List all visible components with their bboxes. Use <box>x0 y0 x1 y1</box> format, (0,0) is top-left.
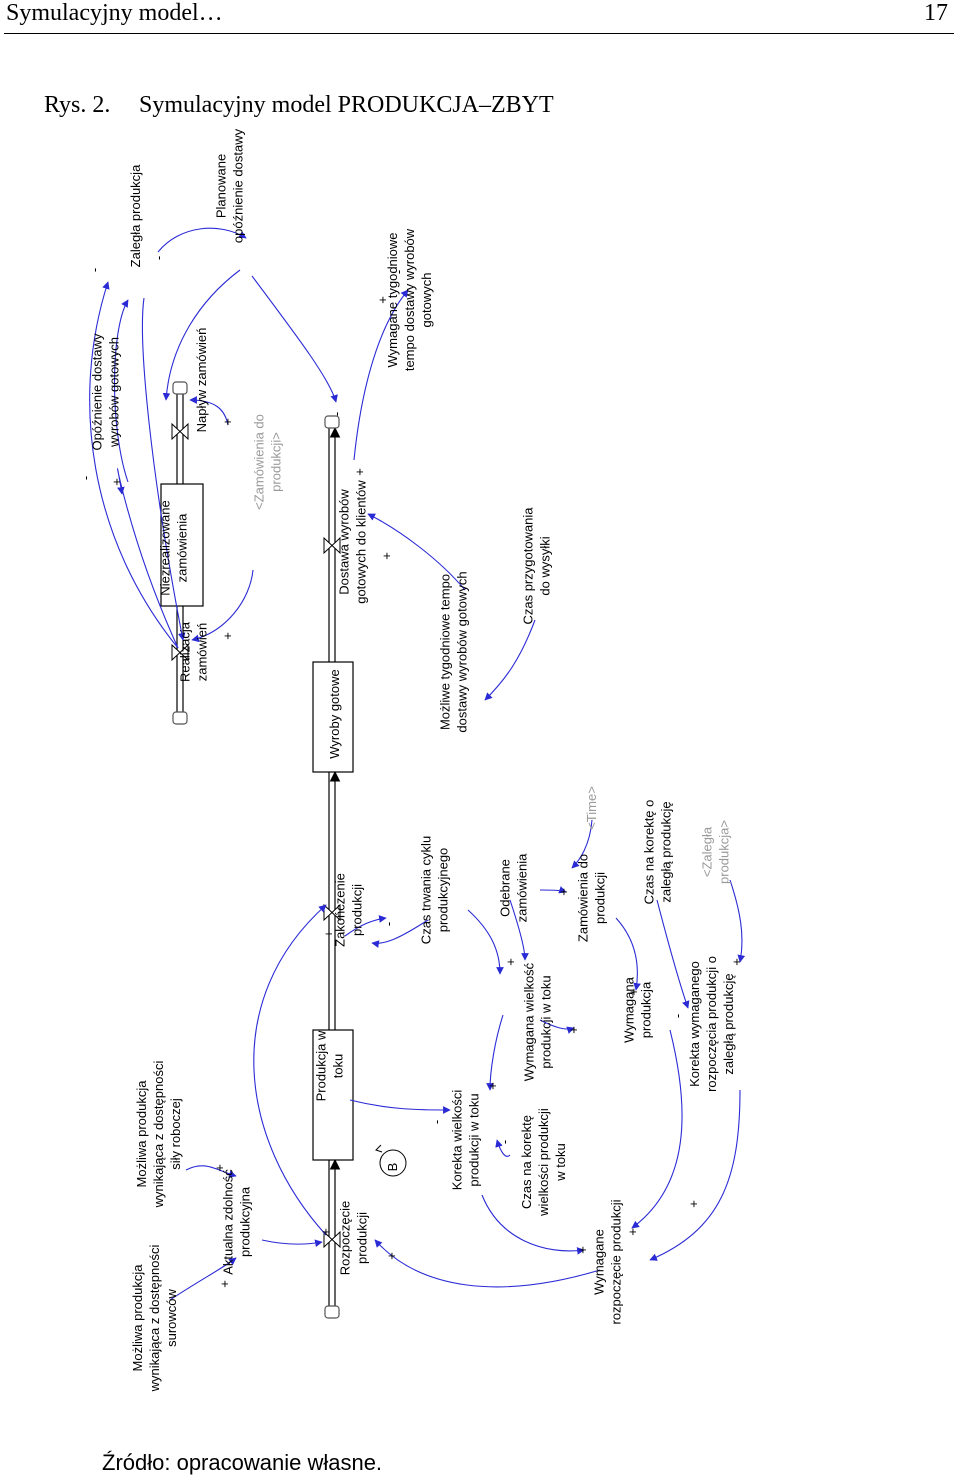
polarity-sign-minus: - <box>429 1120 444 1124</box>
diagram-label-naplyw: Napływ zamówień <box>194 328 209 433</box>
polarity-sign-plus: + <box>220 418 235 426</box>
figure-label: Rys. 2. <box>44 92 111 118</box>
source-cloud-orders-in <box>172 381 188 395</box>
polarity-sign-plus: + <box>375 296 390 304</box>
sink-cloud-delivery <box>324 415 340 429</box>
stock-work-in-progress <box>312 1029 354 1161</box>
header-rule <box>4 33 954 34</box>
figure-source: Źródło: opracowanie własne. <box>102 1450 383 1475</box>
diagram-label-wyroby: Wyroby gotowe <box>327 669 342 758</box>
polarity-sign-plus: + <box>485 1082 500 1090</box>
polarity-sign-plus: + <box>321 930 336 938</box>
page-number: 17 <box>924 0 948 26</box>
polarity-sign-minus: - <box>151 256 166 260</box>
polarity-sign-minus: - <box>329 412 344 416</box>
loop-marker-label: B <box>385 1163 400 1172</box>
polarity-sign-plus: + <box>109 478 124 486</box>
valve-rozpoczecie <box>323 1230 341 1249</box>
polarity-sign-minus: - <box>381 922 396 926</box>
polarity-sign-plus: + <box>318 1228 333 1236</box>
diagram-label-zalegla: Zaległa produkcja <box>128 164 143 267</box>
polarity-sign-plus: + <box>384 1252 399 1260</box>
polarity-sign-minus: - <box>670 1014 685 1018</box>
polarity-sign-plus: + <box>575 1246 590 1254</box>
valve-naplyw <box>171 422 189 441</box>
source-cloud-production <box>324 1305 340 1319</box>
stock-unfilled-orders <box>160 483 204 607</box>
polarity-sign-plus: + <box>566 1026 581 1034</box>
polarity-sign-plus: + <box>503 958 518 966</box>
polarity-sign-plus: + <box>217 1280 232 1288</box>
polarity-sign-plus: + <box>352 468 367 476</box>
polarity-sign-plus: + <box>379 552 394 560</box>
balancing-loop-marker: B <box>375 1144 407 1177</box>
polarity-sign-plus: + <box>686 1200 701 1208</box>
polarity-sign-minus: - <box>78 476 93 480</box>
polarity-sign-plus: + <box>626 988 641 996</box>
valve-dostawa <box>323 536 341 555</box>
polarity-sign-plus: + <box>212 1164 227 1172</box>
valve-zakonczenie <box>323 903 341 922</box>
polarity-sign-plus: + <box>625 1228 640 1236</box>
valve-realizacja <box>171 643 189 662</box>
polarity-sign-minus: - <box>497 1140 512 1144</box>
stock-finished-goods <box>312 661 354 773</box>
figure-title: Symulacyjny model PRODUKCJA–ZBYT <box>139 92 554 118</box>
polarity-sign-plus: + <box>729 958 744 966</box>
polarity-sign-minus: - <box>87 268 102 272</box>
source-cloud-orders-out <box>172 711 188 725</box>
diagram-label-time: <Time> <box>584 786 599 830</box>
header-title: Symulacyjny model… <box>6 0 223 26</box>
polarity-sign-minus: - <box>391 270 406 274</box>
polarity-sign-plus: + <box>220 632 235 640</box>
polarity-sign-plus: + <box>556 888 571 896</box>
